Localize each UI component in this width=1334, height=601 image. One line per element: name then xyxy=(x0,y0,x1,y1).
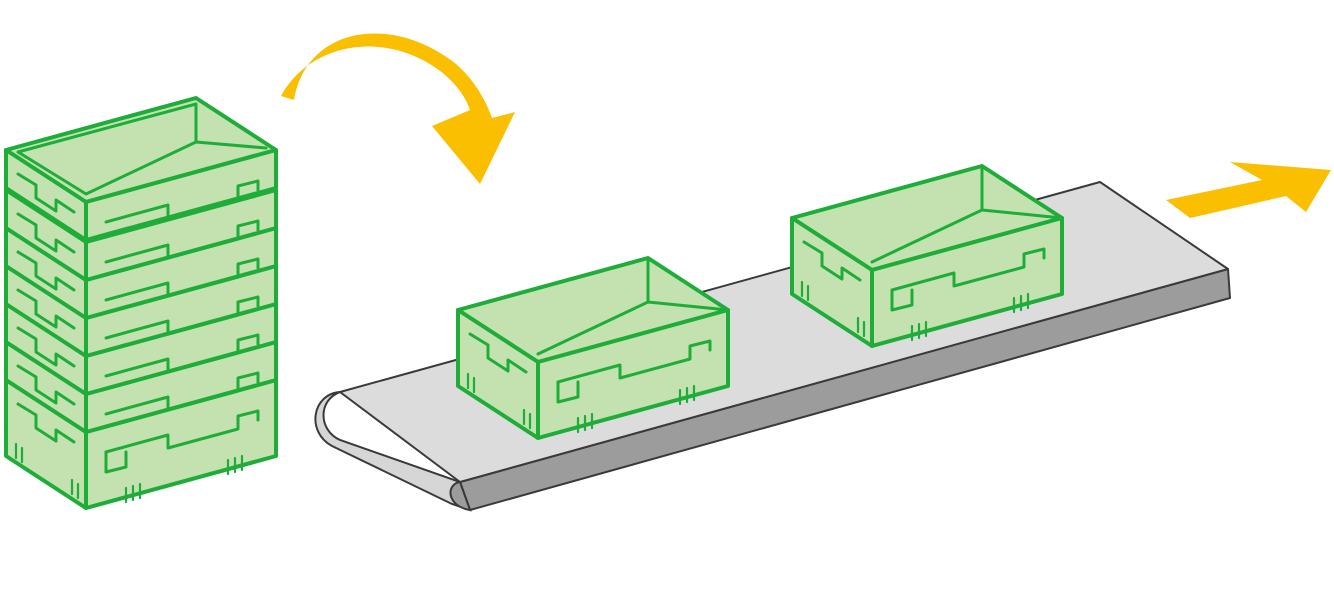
straight-arrow-icon xyxy=(1166,162,1331,218)
stack-crate xyxy=(4,96,278,242)
conveyor-belt xyxy=(314,181,1231,512)
curved-arrow-icon xyxy=(281,33,515,184)
crate-stack xyxy=(4,96,278,510)
